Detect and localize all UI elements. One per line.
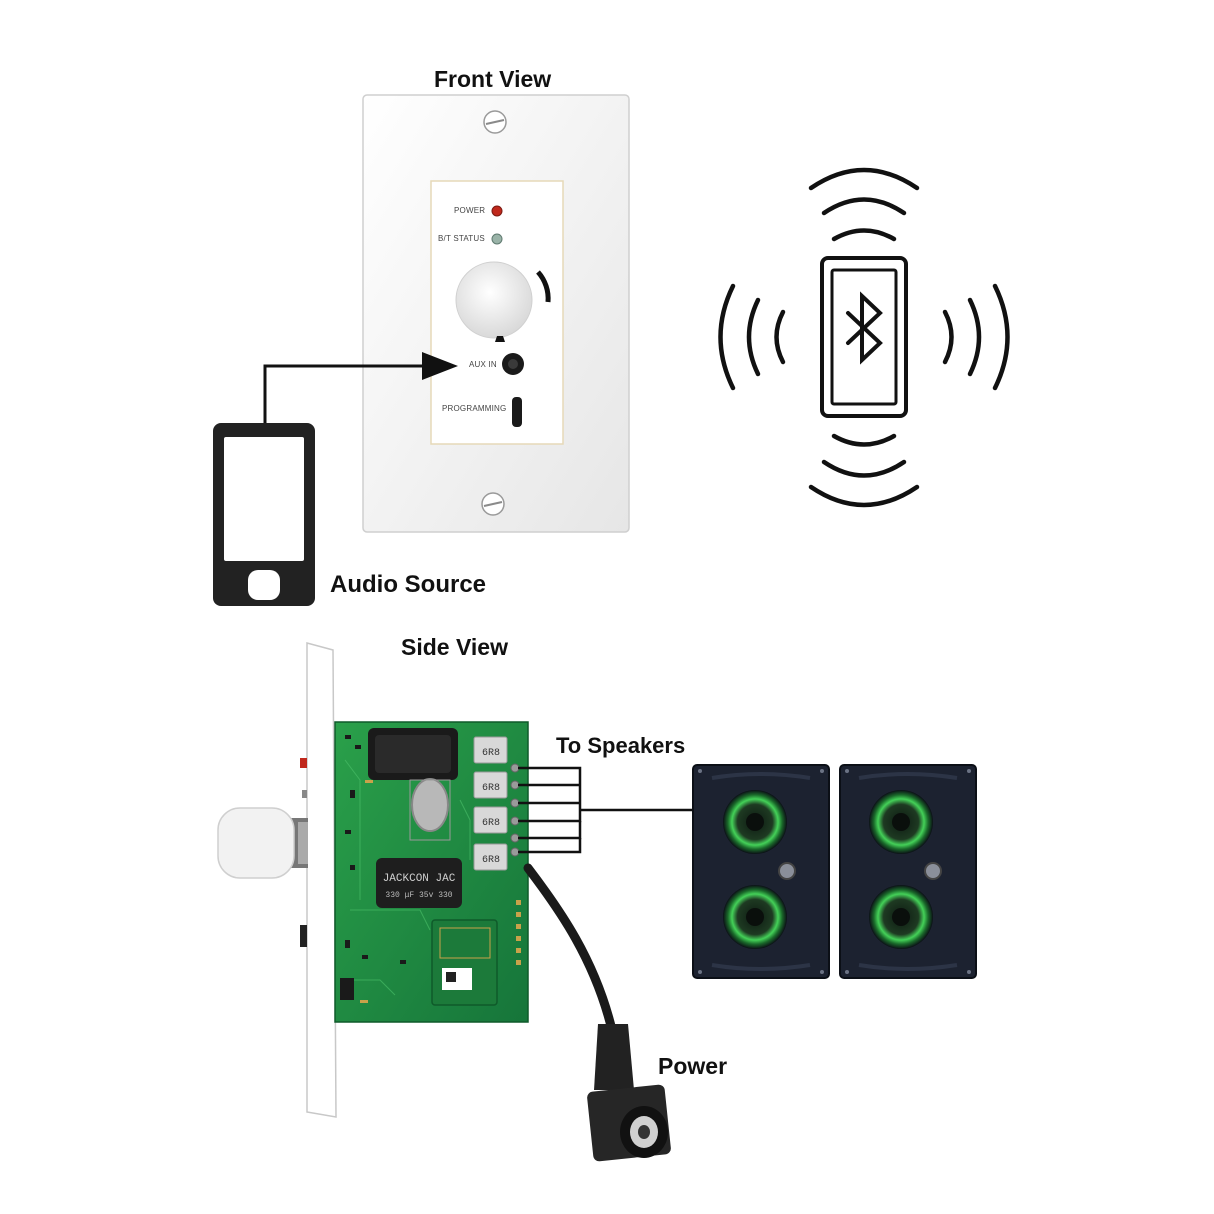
bt-status-led	[491, 233, 503, 245]
speaker-left	[692, 764, 830, 979]
side-wall-plate	[300, 642, 337, 1118]
circuit-board: JACKCON JAC 330 μF 35v 330 6R8 6R8 6R8 6…	[334, 721, 529, 1023]
inductor-1: 6R8	[473, 736, 508, 764]
aux-in-jack[interactable]	[502, 353, 524, 375]
volume-knob[interactable]	[455, 261, 551, 342]
programming-port[interactable]	[512, 397, 522, 427]
svg-text:6R8: 6R8	[482, 748, 500, 759]
bluetooth-module	[431, 919, 498, 1006]
capacitor-brand-text: JACKCON JAC	[383, 873, 456, 885]
bottom-capacitor: JACKCON JAC 330 μF 35v 330	[376, 858, 462, 908]
bt-status-label: B/T STATUS	[438, 234, 485, 243]
side-knob	[217, 807, 308, 879]
bottom-screw	[481, 492, 505, 516]
programming-label: PROGRAMMING	[442, 404, 507, 413]
audio-source-label: Audio Source	[330, 571, 487, 598]
svg-text:6R8: 6R8	[482, 855, 500, 866]
power-plug	[587, 1024, 671, 1162]
inductor-3: 6R8	[473, 806, 508, 834]
front-wall-plate	[362, 94, 630, 533]
top-screw	[483, 110, 507, 134]
top-capacitor	[368, 728, 458, 780]
to-speakers-label: To Speakers	[556, 733, 686, 758]
power-led	[491, 205, 503, 217]
front-view-title: Front View	[434, 66, 552, 92]
svg-text:6R8: 6R8	[482, 818, 500, 829]
power-cable	[523, 863, 671, 1162]
power-led-label: POWER	[454, 206, 486, 215]
arrow-icon	[263, 352, 458, 423]
capacitor-rating-text: 330 μF 35v 330	[385, 891, 452, 900]
side-view-title: Side View	[401, 634, 508, 660]
power-label: Power	[658, 1053, 728, 1079]
bluetooth-phone-icon	[820, 256, 908, 418]
inductor-2: 6R8	[473, 771, 508, 799]
phone-icon	[213, 423, 315, 606]
aux-in-label: AUX IN	[469, 360, 497, 369]
wireless-waves	[718, 167, 1010, 508]
speaker-wires	[518, 766, 693, 854]
svg-text:6R8: 6R8	[482, 783, 500, 794]
inductor-4: 6R8	[473, 843, 508, 871]
speaker-terminals	[510, 763, 520, 857]
speaker-right	[839, 764, 977, 979]
